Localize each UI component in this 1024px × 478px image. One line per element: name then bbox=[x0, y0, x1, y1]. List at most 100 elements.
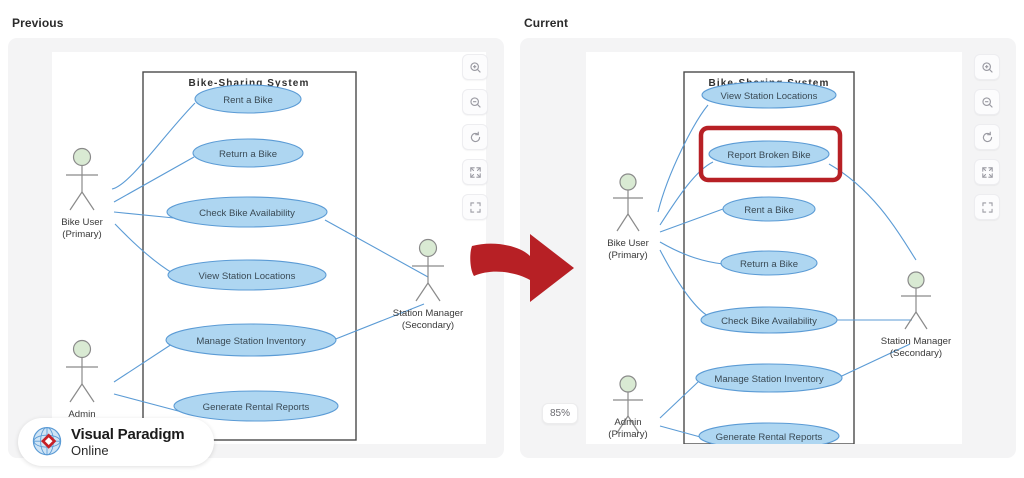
usecase-diagram-previous: Bike-Sharing System bbox=[61, 71, 464, 441]
actor-head-icon bbox=[72, 147, 92, 167]
use-case-ellipse bbox=[173, 390, 339, 422]
actor-admin[interactable]: Admin (Primary) bbox=[608, 375, 648, 440]
actor-station-manager[interactable]: Station Manager (Secondary) bbox=[393, 238, 464, 332]
use-case-ellipse bbox=[167, 259, 327, 291]
actor-head-icon bbox=[907, 271, 925, 289]
watermark-line2: Online bbox=[71, 443, 109, 458]
actor-name: Station Manager bbox=[393, 308, 464, 319]
fullscreen-icon[interactable] bbox=[462, 194, 488, 220]
actor-head-icon bbox=[619, 375, 637, 393]
association-links bbox=[657, 104, 917, 439]
usecase-diagram-current: Bike-Sharing System bbox=[607, 71, 952, 444]
zoom-level-badge: 85% bbox=[542, 403, 579, 424]
use-case-label: View Station Locations bbox=[199, 271, 296, 282]
actor-name: Station Manager bbox=[881, 336, 952, 347]
actor-head-icon bbox=[619, 173, 637, 191]
system-boundary bbox=[683, 71, 855, 444]
use-case-list: Rent a Bike Return a Bike Check Bike Ava… bbox=[165, 84, 339, 422]
use-case-label: Rent a Bike bbox=[744, 205, 794, 216]
fit-to-screen-icon[interactable] bbox=[974, 159, 1000, 185]
actor-body-icon bbox=[613, 190, 643, 232]
actor-body-icon bbox=[412, 257, 444, 302]
use-case-label: Manage Station Inventory bbox=[714, 374, 824, 385]
use-case-label: Rent a Bike bbox=[223, 95, 273, 106]
use-case-label: Return a Bike bbox=[219, 149, 277, 160]
diagram-card-previous: Bike-Sharing System bbox=[8, 38, 504, 458]
fit-to-screen-icon[interactable] bbox=[462, 159, 488, 185]
actor-head-icon bbox=[72, 339, 92, 359]
actor-role: (Primary) bbox=[608, 429, 647, 440]
diagram-toolbar-current bbox=[974, 54, 1000, 220]
use-case-ellipse bbox=[720, 250, 818, 276]
actor-body-icon bbox=[901, 288, 931, 330]
use-case-ellipse bbox=[700, 306, 838, 334]
actor-name: Admin bbox=[68, 409, 95, 420]
actor-role: (Secondary) bbox=[402, 320, 454, 331]
actor-station-manager[interactable]: Station Manager (Secondary) bbox=[881, 271, 952, 359]
actor-role: (Secondary) bbox=[890, 348, 942, 359]
use-case-list: View Station Locations Report Broken Bik… bbox=[695, 81, 843, 444]
diagram-card-current: Bike-Sharing System bbox=[520, 38, 1016, 458]
use-case-node[interactable]: Return a Bike bbox=[192, 138, 304, 168]
use-case-ellipse bbox=[698, 422, 840, 444]
use-case-node[interactable]: Generate Rental Reports bbox=[698, 422, 840, 444]
actor-name: Admin bbox=[614, 417, 641, 428]
visual-paradigm-watermark: Visual Paradigm Online bbox=[18, 418, 214, 466]
reset-rotate-icon[interactable] bbox=[462, 124, 488, 150]
fullscreen-icon[interactable] bbox=[974, 194, 1000, 220]
pane-previous: Previous Bike-Sharing System bbox=[8, 16, 504, 466]
use-case-node[interactable]: Manage Station Inventory bbox=[165, 323, 337, 357]
use-case-ellipse bbox=[166, 196, 328, 228]
use-case-label: Check Bike Availability bbox=[721, 316, 817, 327]
zoom-in-icon[interactable] bbox=[974, 54, 1000, 80]
actor-role: (Primary) bbox=[608, 250, 647, 261]
use-case-node[interactable]: Manage Station Inventory bbox=[695, 363, 843, 393]
system-title: Bike-Sharing System bbox=[189, 78, 310, 89]
zoom-out-icon[interactable] bbox=[974, 89, 1000, 115]
actor-body-icon bbox=[66, 166, 98, 211]
diagram-canvas-current[interactable]: Bike-Sharing System bbox=[586, 52, 962, 444]
use-case-label: Generate Rental Reports bbox=[716, 432, 823, 443]
diagram-canvas-previous[interactable]: Bike-Sharing System bbox=[52, 52, 486, 444]
use-case-node[interactable]: Check Bike Availability bbox=[166, 196, 328, 228]
actor-bike-user[interactable]: Bike User (Primary) bbox=[61, 147, 104, 241]
use-case-label: Return a Bike bbox=[740, 259, 798, 270]
red-curved-arrow-icon bbox=[470, 234, 574, 302]
use-case-node[interactable]: Generate Rental Reports bbox=[173, 390, 339, 422]
reset-rotate-icon[interactable] bbox=[974, 124, 1000, 150]
globe-diamond-logo-icon bbox=[32, 426, 62, 456]
use-case-node[interactable]: View Station Locations bbox=[701, 81, 837, 109]
pane-label-current: Current bbox=[524, 16, 569, 30]
use-case-ellipse bbox=[701, 81, 837, 109]
system-boundary bbox=[142, 71, 357, 441]
use-case-node[interactable]: View Station Locations bbox=[167, 259, 327, 291]
actor-name: Bike User bbox=[607, 238, 649, 249]
use-case-node[interactable]: Rent a Bike bbox=[722, 196, 816, 222]
actor-body-icon bbox=[66, 358, 98, 403]
use-case-node[interactable]: Rent a Bike bbox=[194, 84, 302, 114]
actor-name: Bike User bbox=[61, 217, 103, 228]
use-case-ellipse bbox=[194, 84, 302, 114]
use-case-node[interactable]: Return a Bike bbox=[720, 250, 818, 276]
zoom-in-icon[interactable] bbox=[462, 54, 488, 80]
use-case-ellipse bbox=[722, 196, 816, 222]
use-case-label: Manage Station Inventory bbox=[196, 336, 306, 347]
use-case-ellipse bbox=[708, 140, 830, 168]
zoom-out-icon[interactable] bbox=[462, 89, 488, 115]
use-case-node[interactable]: Check Bike Availability bbox=[700, 306, 838, 334]
use-case-node-highlighted[interactable]: Report Broken Bike bbox=[698, 125, 843, 183]
pane-label-previous: Previous bbox=[12, 16, 64, 30]
use-case-ellipse bbox=[165, 323, 337, 357]
actor-head-icon bbox=[418, 238, 438, 258]
pane-current: Current Bike-Sharing System bbox=[512, 0, 1024, 478]
actor-body-icon bbox=[613, 392, 643, 434]
use-case-label: Generate Rental Reports bbox=[203, 402, 310, 413]
watermark-line1: Visual Paradigm bbox=[71, 426, 185, 443]
use-case-label: Report Broken Bike bbox=[727, 150, 810, 161]
actor-bike-user[interactable]: Bike User (Primary) bbox=[607, 173, 650, 261]
change-highlight-box bbox=[698, 125, 843, 183]
watermark-text: Visual Paradigm Online bbox=[71, 426, 185, 458]
use-case-ellipse bbox=[695, 363, 843, 393]
use-case-ellipse bbox=[192, 138, 304, 168]
